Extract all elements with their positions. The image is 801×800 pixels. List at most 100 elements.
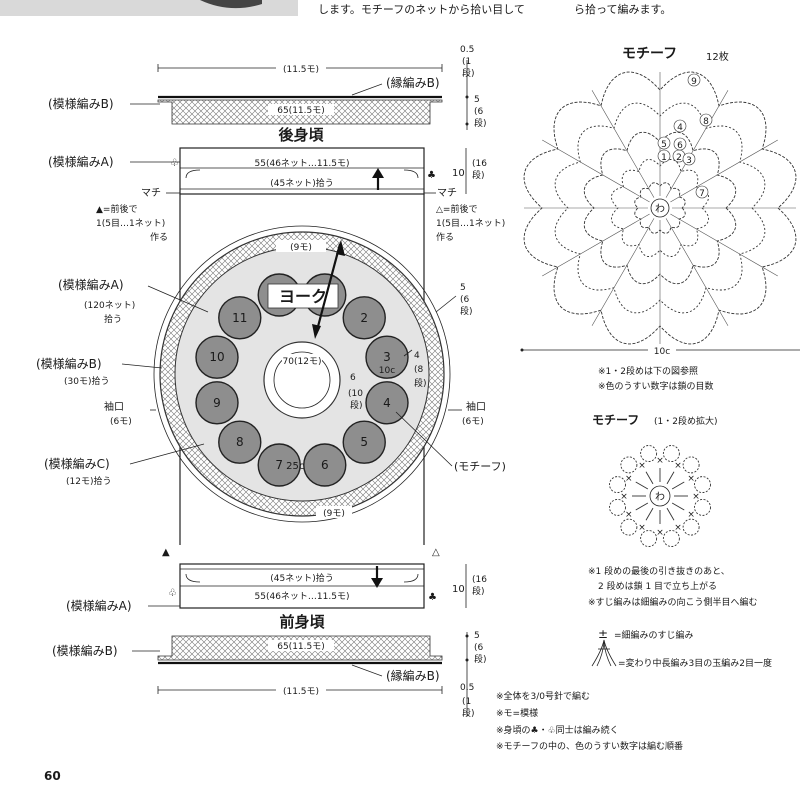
back-rows-b-2: (6 — [474, 107, 484, 117]
yoke-motif — [342, 296, 386, 340]
gusset-right: マチ △=前後で 1(5目…1ネット) 作る — [424, 187, 505, 243]
detail-sc-mark: × — [625, 474, 633, 484]
motif-round-number: 1 — [661, 153, 667, 163]
gusset-right-note-1: △=前後で — [436, 203, 477, 215]
back-title: 後身頃 — [277, 126, 324, 144]
yoke: (9モ) (9モ) 12345678910111210c25c 70(12モ) … — [153, 194, 506, 545]
motif-chart-size: 10c — [654, 347, 670, 357]
legend-puff-icon — [591, 639, 617, 667]
back-pattern-a-block — [179, 147, 425, 195]
back-body: (11.5モ) (縁編みB) 65(11.5モ) (模様編みB) 後身頃 55(… — [48, 45, 487, 195]
gusset-right-label: マチ — [437, 187, 457, 199]
yoke-motif-number: 9 — [213, 396, 221, 410]
back-rows-b-3: 段) — [474, 117, 487, 129]
detail-center-ring — [649, 485, 671, 507]
front-rows-edge-2: (1 — [462, 697, 471, 707]
detail-stitch — [671, 481, 685, 490]
footnotes: ※全体を3/0号針で編む ※モ=模様 ※身頃の♣・♧同士は編み続く ※モチーフの… — [496, 690, 683, 752]
motif-spoke — [665, 90, 729, 198]
sleeve-left-label: 袖口 — [104, 400, 124, 413]
motif-round-number: 2 — [676, 153, 682, 163]
detail-chain-loop — [620, 518, 638, 536]
motif-chart-note-2: ※色のうすい数字は鎖の目数 — [598, 380, 714, 392]
front-body: ▲ △ (45ネット)拾う 55(46ネット…11.5モ) ♧ ♣ (模様編みA… — [52, 547, 487, 719]
detail-stitch — [666, 507, 675, 521]
motif-round-marker — [657, 149, 671, 163]
motif-round-marker — [695, 185, 709, 199]
yoke-depth-arrow — [314, 243, 342, 335]
side-pattern-a-label: (模様編みA) — [58, 277, 124, 292]
left-side-labels: (模様編みA) (120ネット) 拾う (模様編みB) (30モ)拾う 袖口 (… — [36, 277, 486, 487]
yoke-motif-number: 6 — [321, 458, 329, 472]
detail-sc-mark: × — [674, 523, 682, 533]
front-rows-a-2: (16 — [472, 575, 487, 585]
yoke-outer-rows-1: 5 — [460, 283, 466, 293]
yoke-ring-rows-1: 4 — [414, 351, 420, 361]
front-bottom-width: (11.5モ) — [283, 687, 319, 697]
motif-round-marker — [682, 152, 696, 166]
detail-stitch — [635, 502, 649, 511]
side-pattern-b-label: (模様編みB) — [36, 356, 102, 371]
yoke-motif-callout: (モチーフ) — [454, 460, 506, 473]
footnote-3: ※身頃の♣・♧同士は編み続く — [496, 724, 619, 736]
front-rows-b-1: 5 — [474, 631, 480, 641]
yoke-motif — [218, 296, 262, 340]
back-club-icon: ♣ — [427, 170, 436, 181]
detail-sc-mark: × — [674, 461, 682, 471]
detail-chain-loop — [609, 476, 626, 494]
motif-spoke — [670, 139, 778, 203]
side-pattern-a-pick: 拾う — [104, 313, 122, 325]
yoke-motif — [195, 381, 239, 425]
back-pickup: (45ネット)拾う — [270, 177, 333, 189]
detail-chain-loop — [609, 498, 626, 516]
motif-round-marker — [673, 119, 687, 133]
motif-round-number: 7 — [699, 189, 705, 199]
front-pattern-b-label: (模様編みB) — [52, 643, 118, 658]
motif-round-marker — [687, 73, 701, 87]
yoke-neck-outer — [263, 341, 341, 419]
detail-stitch — [666, 471, 675, 485]
motif-spoke — [670, 213, 778, 277]
detail-sc-mark: × — [638, 523, 646, 533]
yoke-inner-rows-1: 6 — [350, 373, 356, 383]
motif-center-ring — [650, 198, 670, 218]
yoke-title: ヨーク — [279, 287, 327, 306]
detail-chain-loop — [662, 530, 680, 547]
front-pattern-b-size: 65(11.5モ) — [277, 642, 325, 652]
front-pickup: (45ネット)拾う — [270, 572, 333, 584]
motif-round-number: 9 — [691, 77, 697, 87]
yoke-motif — [303, 443, 347, 487]
back-pattern-b-size: 65(11.5モ) — [277, 106, 325, 116]
detail-sc-mark: × — [638, 461, 646, 471]
detail-chain-loop — [682, 456, 700, 474]
motif-detail: モチーフ (1・2段め拡大) わ×××××××××××× ※1 段めの最後の引き… — [588, 413, 772, 669]
footnote-1: ※全体を3/0号針で編む — [496, 690, 590, 702]
motif-round-marker — [657, 136, 671, 150]
yoke-motif-number: 4 — [383, 396, 391, 410]
motif-round-marker — [699, 113, 713, 127]
legend-text-puff: =変わり中長編み3目の玉編み2目一度 — [618, 657, 772, 669]
footnote-2: ※モ=模様 — [496, 707, 538, 719]
header-text-right: ら拾って編みます。 — [574, 2, 671, 16]
gusset-left-note-2: 1(5目…1ネット) — [96, 218, 165, 229]
front-club-icon: ♣ — [428, 592, 437, 603]
sleeve-left-size: (6モ) — [110, 417, 132, 427]
back-rows-edge-2: (1 — [462, 57, 471, 67]
motif-round-number: 8 — [703, 117, 709, 127]
motif-detail-note-2: 2 段めは鎖 1 目で立ち上がる — [598, 580, 717, 592]
header-text-left: します。モチーフのネットから拾い目して — [318, 2, 525, 16]
front-club-outline-icon: ♧ — [168, 588, 177, 599]
detail-sc-mark: × — [620, 492, 628, 502]
yoke-motif — [218, 420, 262, 464]
front-rows-edge-3: 段) — [462, 707, 475, 719]
yoke-motif — [257, 443, 301, 487]
detail-sc-mark: × — [625, 510, 633, 520]
yoke-center-label: 70(12モ) — [283, 357, 322, 367]
detail-center-label: わ — [655, 491, 665, 503]
detail-chain-loop — [682, 518, 700, 536]
footnote-4: ※モチーフの中の、色のうすい数字は編む順番 — [496, 740, 683, 752]
yoke-motif-number: 2 — [360, 311, 368, 325]
yoke-motif-number: 8 — [236, 435, 244, 449]
back-pattern-a-label: (模様編みA) — [48, 154, 114, 169]
